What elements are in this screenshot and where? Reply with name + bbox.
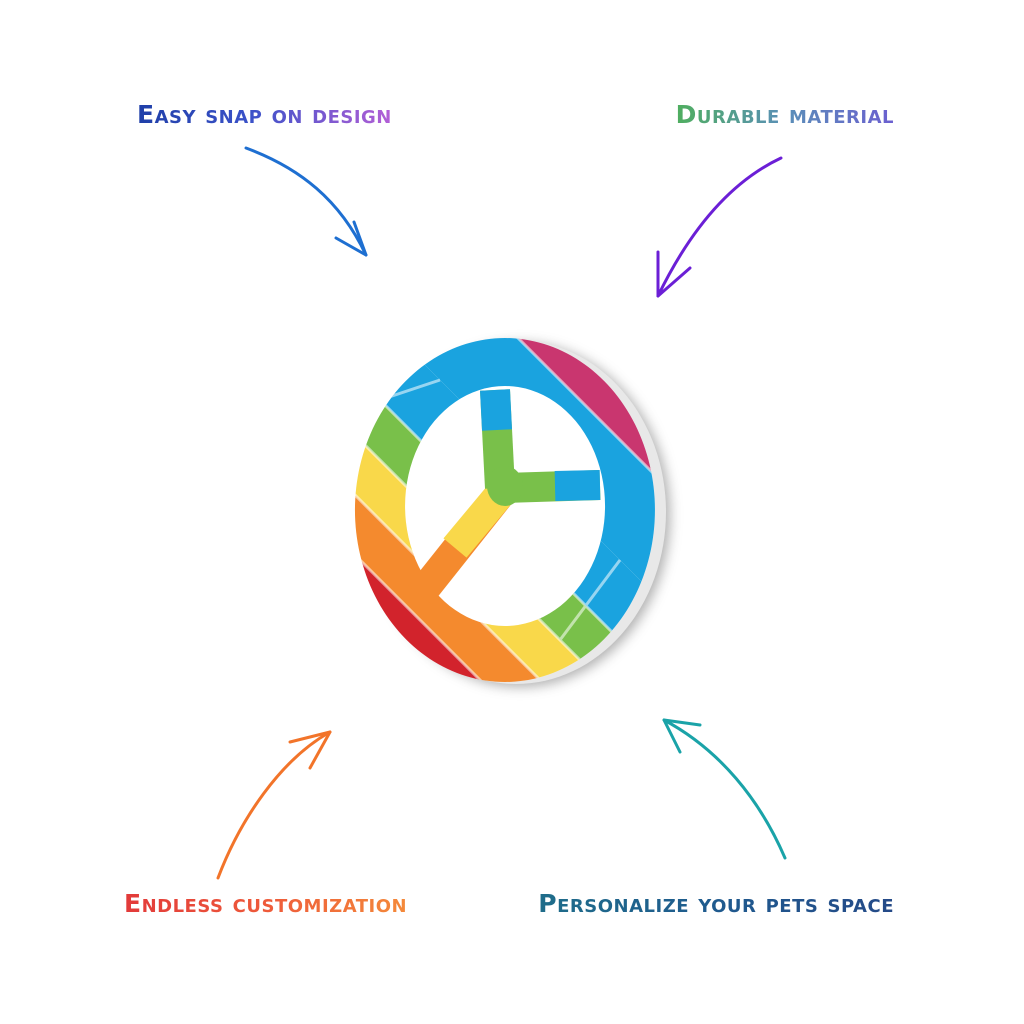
arrow-bottom-left-icon bbox=[216, 730, 332, 880]
feature-label-customization: Endless customization bbox=[124, 889, 408, 918]
peace-sign-icon bbox=[354, 338, 670, 687]
arrow-top-left-icon bbox=[244, 146, 368, 257]
feature-label-snap-on: Easy snap on design bbox=[137, 100, 392, 129]
feature-label-personalize: Personalize your pets space bbox=[538, 889, 894, 918]
arrow-bottom-right-icon bbox=[662, 718, 787, 860]
arrow-top-right-icon bbox=[656, 156, 783, 298]
feature-label-durable: Durable material bbox=[675, 100, 894, 129]
